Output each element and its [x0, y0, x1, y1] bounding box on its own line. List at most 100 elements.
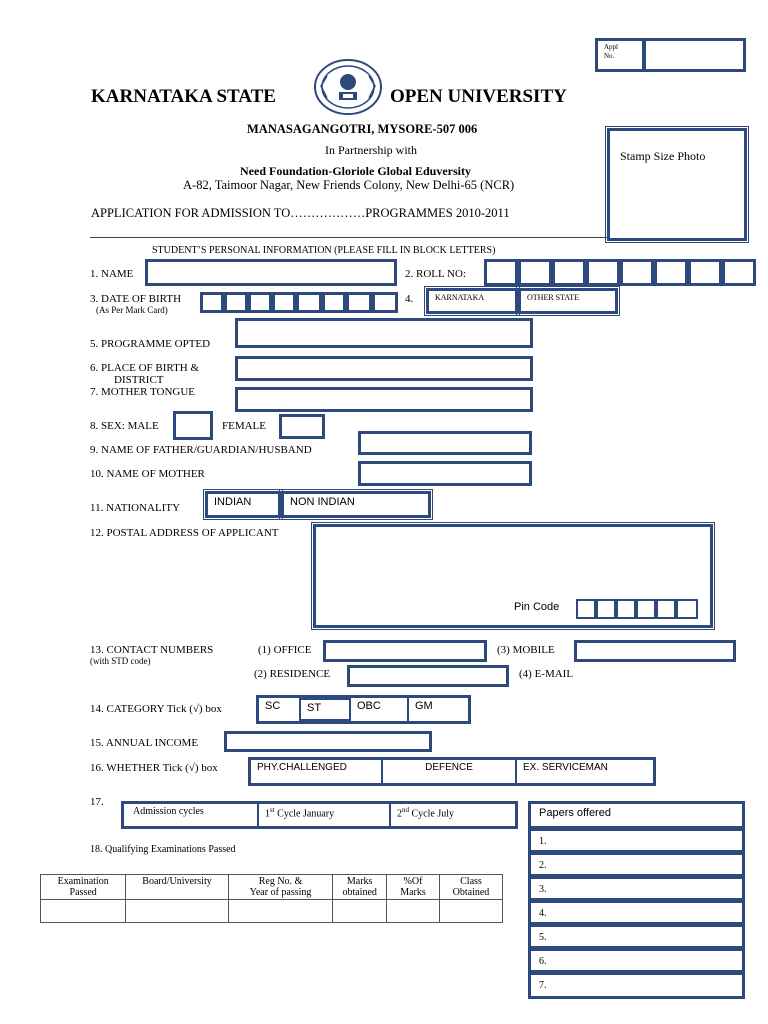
mobile-label: (3) MOBILE [497, 644, 555, 656]
appl-no-field[interactable] [643, 38, 746, 72]
paper-number: 3. [539, 884, 547, 895]
papers-offered-title-box: Papers offered [528, 801, 745, 829]
exam-col-reg-no: Reg No. & Year of passing [227, 874, 334, 900]
partner-address: A-82, Taimoor Nagar, New Friends Colony,… [183, 178, 515, 192]
phy-challenged-option[interactable]: PHY.CHALLENGED [251, 760, 383, 783]
non-indian-label: NON INDIAN [290, 496, 355, 508]
photo-box[interactable]: Stamp Size Photo [605, 126, 749, 243]
category-label: 14. CATEGORY Tick (√) box [90, 703, 222, 715]
father-field[interactable] [358, 431, 532, 455]
dob-digit[interactable] [272, 292, 296, 313]
roll-digit[interactable] [688, 259, 722, 286]
roll-digit[interactable] [518, 259, 552, 286]
cycle-july-number: 2 [397, 808, 402, 820]
birth-place-field[interactable] [235, 356, 533, 381]
dob-field[interactable] [200, 292, 398, 313]
st-option[interactable]: ST [299, 698, 351, 721]
name-field[interactable] [145, 259, 397, 286]
exam-col-class: Class Obtained [438, 874, 504, 900]
admission-cycles-row: Admission cycles 1st Cycle January 2nd C… [121, 801, 518, 829]
exam-cell[interactable] [125, 899, 229, 923]
male-checkbox[interactable] [173, 411, 213, 440]
pin-code-field[interactable] [576, 599, 700, 619]
roll-digit[interactable] [722, 259, 756, 286]
paper-row[interactable]: 2. [528, 852, 745, 877]
father-label: 9. NAME OF FATHER/GUARDIAN/HUSBAND [90, 444, 312, 456]
mother-tongue-field[interactable] [235, 387, 533, 412]
section-title: STUDENT’S PERSONAL INFORMATION (PLEASE F… [152, 245, 496, 256]
birth-district-label: DISTRICT [114, 374, 164, 386]
paper-row[interactable]: 1. [528, 828, 745, 853]
obc-label: OBC [357, 700, 381, 712]
dob-digit[interactable] [346, 292, 372, 313]
roll-digit[interactable] [620, 259, 654, 286]
pin-digit[interactable] [656, 599, 676, 619]
exam-cell[interactable] [332, 899, 388, 923]
phy-challenged-label: PHY.CHALLENGED [257, 762, 347, 773]
non-indian-option[interactable]: NON INDIAN [279, 489, 433, 520]
cycle-january-option[interactable]: 1st Cycle January [259, 804, 391, 826]
mother-label: 10. NAME OF MOTHER [90, 468, 205, 480]
paper-number: 4. [539, 908, 547, 919]
dob-digit[interactable] [224, 292, 248, 313]
defence-option[interactable]: DEFENCE [383, 760, 517, 783]
sc-option[interactable]: SC [259, 698, 299, 721]
exam-cell[interactable] [39, 899, 127, 923]
header-divider [90, 237, 607, 238]
cycle-july-option[interactable]: 2nd Cycle July [391, 804, 515, 826]
exam-col-percent: %Of Marks [386, 874, 440, 900]
dob-sub-label: (As Per Mark Card) [96, 305, 168, 315]
female-checkbox[interactable] [279, 414, 325, 439]
roll-digit[interactable] [586, 259, 620, 286]
pin-digit[interactable] [616, 599, 636, 619]
residence-field[interactable] [347, 665, 509, 687]
income-field[interactable] [224, 731, 432, 752]
roll-digit[interactable] [552, 259, 586, 286]
cycle-january-suffix: st [270, 806, 275, 814]
karnataka-option[interactable]: KARNATAKA [424, 286, 520, 316]
cycle-january-label: 1st Cycle January [265, 806, 334, 819]
sex-male-label: 8. SEX: MALE [90, 420, 159, 432]
pin-digit[interactable] [636, 599, 656, 619]
ex-serviceman-option[interactable]: EX. SERVICEMAN [517, 760, 653, 783]
paper-number: 2. [539, 860, 547, 871]
exam-cell[interactable] [386, 899, 440, 923]
paper-row[interactable]: 4. [528, 900, 745, 925]
mobile-field[interactable] [574, 640, 736, 662]
dob-digit[interactable] [322, 292, 346, 313]
other-state-option[interactable]: OTHER STATE [516, 286, 620, 316]
dob-digit[interactable] [296, 292, 322, 313]
dob-digit[interactable] [200, 292, 224, 313]
pin-digit[interactable] [576, 599, 596, 619]
mother-field[interactable] [358, 461, 532, 486]
dob-label: 3. DATE OF BIRTH [90, 293, 182, 305]
roll-field[interactable] [484, 259, 756, 286]
obc-option[interactable]: OBC [351, 698, 409, 721]
paper-row[interactable]: 7. [528, 972, 745, 999]
paper-row[interactable]: 6. [528, 948, 745, 973]
q17-label: 17. [90, 796, 104, 808]
roll-digit[interactable] [484, 259, 518, 286]
dob-digit[interactable] [248, 292, 272, 313]
paper-row[interactable]: 5. [528, 924, 745, 949]
office-field[interactable] [323, 640, 487, 662]
pin-digit[interactable] [596, 599, 616, 619]
exam-cell[interactable] [438, 899, 504, 923]
paper-row[interactable]: 3. [528, 876, 745, 901]
programme-label: 5. PROGRAMME OPTED [90, 338, 211, 350]
gm-option[interactable]: GM [409, 698, 467, 721]
email-label: (4) E-MAIL [519, 668, 574, 680]
postal-field[interactable]: Pin Code [311, 522, 715, 630]
indian-label: INDIAN [214, 496, 252, 508]
whether-label: 16. WHETHER Tick (√) box [90, 762, 218, 774]
indian-option[interactable]: INDIAN [203, 489, 283, 520]
roll-digit[interactable] [654, 259, 688, 286]
birth-place-label: 6. PLACE OF BIRTH & [90, 362, 200, 374]
exam-cell[interactable] [227, 899, 334, 923]
dob-digit[interactable] [372, 292, 398, 313]
programme-field[interactable] [235, 318, 533, 348]
table-row [39, 899, 504, 923]
mother-tongue-label: 7. MOTHER TONGUE [90, 386, 196, 398]
appl-no-label: Appl No. [604, 43, 618, 60]
pin-digit[interactable] [676, 599, 698, 619]
